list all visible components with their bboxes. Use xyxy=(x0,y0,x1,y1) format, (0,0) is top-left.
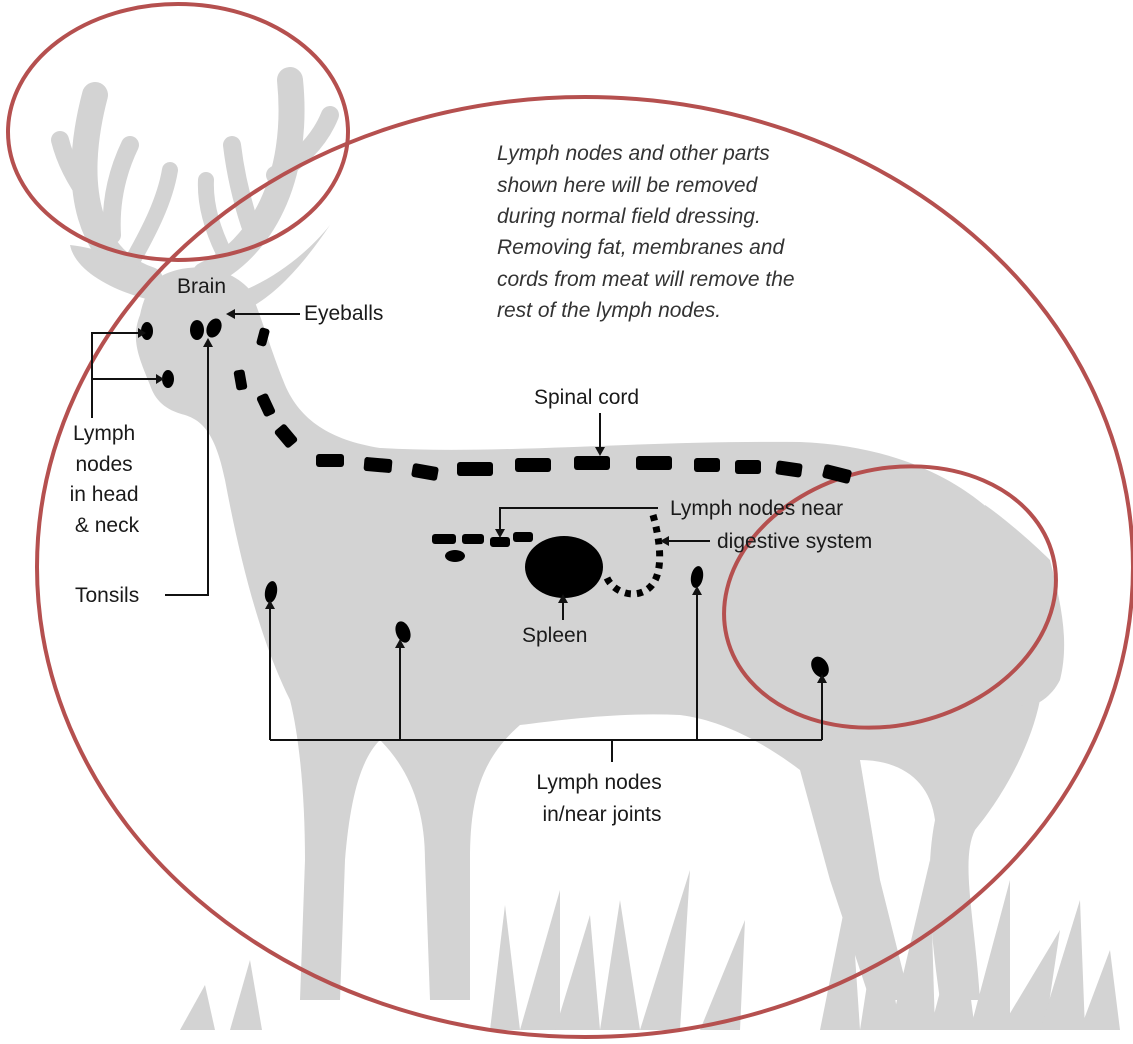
deer-silhouette xyxy=(70,225,1064,1000)
eyeballs-label: Eyeballs xyxy=(304,302,383,325)
eyeball-mark xyxy=(190,320,204,340)
note-line: shown here will be removed xyxy=(497,174,759,197)
antlers-silhouette xyxy=(60,80,330,280)
note-line: during normal field dressing. xyxy=(497,205,761,228)
brain-label: Brain xyxy=(177,275,226,298)
lymph-joints-label: Lymph nodes in/near joints xyxy=(536,771,667,826)
tonsils-label: Tonsils xyxy=(75,584,139,607)
spleen-label: Spleen xyxy=(522,624,587,647)
spleen-mark xyxy=(525,536,603,598)
note-line: rest of the lymph nodes. xyxy=(497,299,721,322)
lymph-head-neck-label: Lymph nodes in head & neck xyxy=(70,422,145,537)
note-line: Removing fat, membranes and xyxy=(497,236,785,259)
spinal-cord-label: Spinal cord xyxy=(534,386,639,409)
head-lymph-node xyxy=(141,322,153,340)
note-line: Lymph nodes and other parts xyxy=(497,142,770,165)
field-dressing-note: Lymph nodes and other parts shown here w… xyxy=(497,142,800,322)
note-line: cords from meat will remove the xyxy=(497,268,795,291)
